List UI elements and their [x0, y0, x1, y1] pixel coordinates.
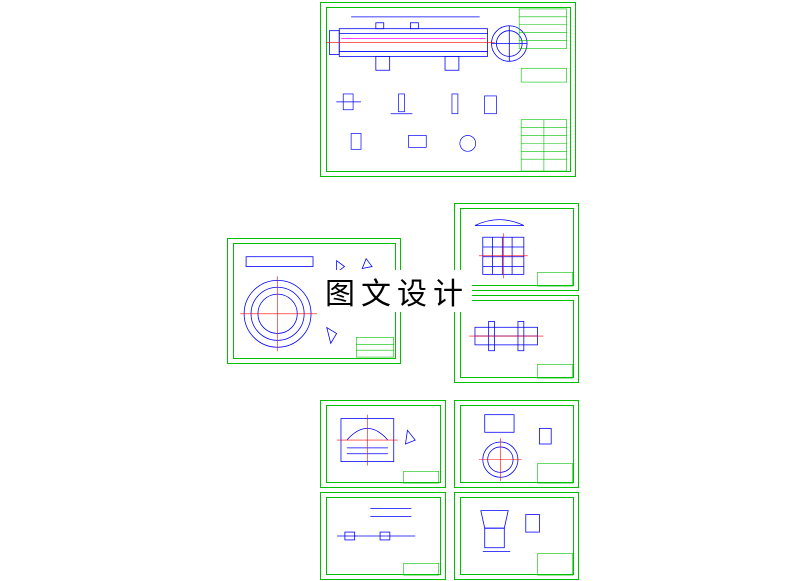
assembly-drawing	[326, 8, 567, 172]
baffle-drawing	[337, 414, 439, 484]
tie-rod-sheet	[320, 492, 446, 580]
watermark-text: 图文设计	[322, 270, 472, 312]
baffle-sheet	[320, 400, 446, 488]
support-saddle-sheet	[454, 492, 579, 580]
tubesheet-drawing	[240, 256, 395, 358]
tie-rod-drawing	[337, 508, 439, 576]
saddle-drawing	[480, 510, 573, 576]
head-cover-sheet	[454, 203, 579, 291]
flange-drawing	[469, 321, 573, 379]
flange-detail-sheet	[454, 295, 579, 383]
channel-sheet	[454, 400, 579, 488]
heat-exchanger-assembly-sheet	[320, 2, 576, 177]
head-cover-drawing	[474, 219, 573, 287]
channel-drawing	[478, 414, 573, 484]
